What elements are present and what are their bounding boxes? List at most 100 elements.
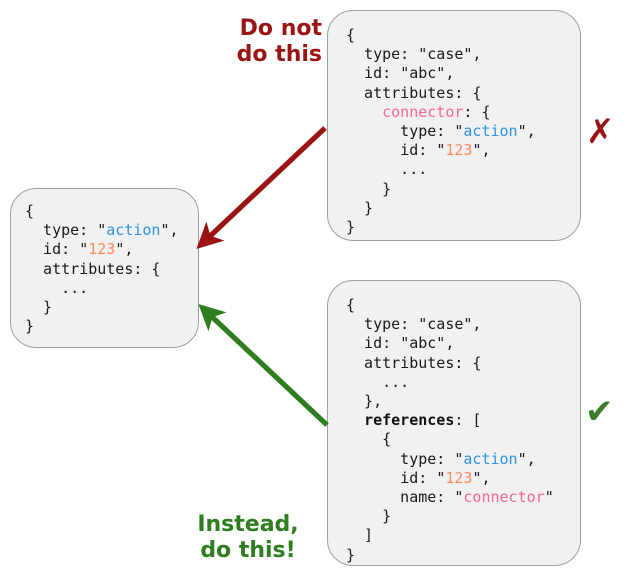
code-line: } xyxy=(346,199,536,218)
code-token: attributes: { xyxy=(25,259,161,278)
code-line: } xyxy=(346,180,536,199)
code-token: } xyxy=(346,545,356,564)
code-token: } xyxy=(346,507,392,526)
action-document-box: { type: "action", id: "123", attributes:… xyxy=(10,188,199,348)
code-line: ... xyxy=(346,373,554,392)
code-token: } xyxy=(25,298,53,317)
code-token: id: xyxy=(25,240,80,259)
code-line: } xyxy=(25,317,179,336)
code-line: type: "action", xyxy=(346,122,536,141)
code-token: connector xyxy=(463,488,545,507)
code-line: connector: { xyxy=(346,103,536,122)
code-token: references xyxy=(364,411,455,430)
code-line: name: "connector" xyxy=(346,488,554,507)
code-token: }, xyxy=(346,392,383,411)
code-token: " xyxy=(544,488,554,507)
code-token: id: xyxy=(346,141,437,160)
code-line: id: "123", xyxy=(346,141,536,160)
code-line: references: [ xyxy=(346,411,554,430)
code-line: } xyxy=(346,546,554,565)
code-line: } xyxy=(25,298,179,317)
code-token: " xyxy=(454,488,464,507)
code-token: ... xyxy=(25,278,89,297)
instead-do-this-label: Instead, do this! xyxy=(197,512,299,563)
code-block: { type: "case", id: "abc", attributes: {… xyxy=(346,296,554,565)
code-token: type: xyxy=(346,45,419,64)
code-token xyxy=(346,411,364,429)
code-line: ... xyxy=(25,279,179,298)
code-line: }, xyxy=(346,392,554,411)
code-token: " xyxy=(454,449,464,468)
code-line: } xyxy=(346,507,554,526)
code-token xyxy=(346,103,382,121)
code-token: 123 xyxy=(445,468,473,487)
code-token: } xyxy=(346,198,374,217)
code-token: ... xyxy=(346,372,410,391)
code-token: id: xyxy=(346,468,437,487)
code-token: } xyxy=(346,218,356,237)
code-token: } xyxy=(25,317,35,336)
code-token: : [ xyxy=(454,411,482,430)
code-line: type: "action", xyxy=(25,221,179,240)
code-token: action xyxy=(106,221,161,240)
code-token: id: xyxy=(346,64,401,83)
code-token: "case", xyxy=(418,45,482,64)
code-token: " xyxy=(436,141,446,160)
code-token: "case", xyxy=(418,315,482,334)
case-document-with-references-box: { type: "case", id: "abc", attributes: {… xyxy=(327,280,581,566)
code-token: type: xyxy=(346,449,455,468)
code-token: 123 xyxy=(88,240,116,259)
code-token: " xyxy=(436,468,446,487)
code-token: action xyxy=(463,122,518,141)
code-token: ", xyxy=(472,468,491,487)
code-token: ", xyxy=(115,240,134,259)
code-line: ] xyxy=(346,526,554,545)
code-line: } xyxy=(346,218,536,237)
code-line: attributes: { xyxy=(346,84,536,103)
code-token: ", xyxy=(517,122,536,141)
code-line: { xyxy=(346,26,536,45)
code-line: id: "123", xyxy=(346,469,554,488)
code-token: " xyxy=(97,221,107,240)
cross-mark-icon: ✗ xyxy=(586,112,615,152)
code-token: attributes: { xyxy=(346,83,482,102)
code-token: 123 xyxy=(445,141,473,160)
code-line: { xyxy=(346,430,554,449)
good-arrow xyxy=(198,304,329,427)
code-token: "abc", xyxy=(400,334,455,353)
code-token: ", xyxy=(472,141,491,160)
code-token: ... xyxy=(346,160,428,179)
code-line: type: "case", xyxy=(346,315,554,334)
code-block: { type: "action", id: "123", attributes:… xyxy=(25,202,179,336)
code-token: { xyxy=(346,296,356,314)
code-token: ] xyxy=(346,526,374,545)
check-mark-icon: ✔ xyxy=(585,392,614,432)
code-token: "abc", xyxy=(400,64,455,83)
code-token: { xyxy=(346,430,392,449)
case-document-nested-connector-box: { type: "case", id: "abc", attributes: {… xyxy=(327,10,581,241)
code-line: type: "case", xyxy=(346,45,536,64)
code-token: type: xyxy=(346,122,455,141)
code-token: action xyxy=(463,449,518,468)
code-line: id: "abc", xyxy=(346,64,536,83)
code-token: attributes: { xyxy=(346,353,482,372)
code-token: ", xyxy=(160,221,179,240)
code-line: attributes: { xyxy=(25,260,179,279)
code-line: type: "action", xyxy=(346,450,554,469)
code-token: " xyxy=(454,122,464,141)
do-not-do-this-label: Do not do this xyxy=(236,16,322,67)
code-token: ", xyxy=(517,449,536,468)
code-token: id: xyxy=(346,334,401,353)
code-token: " xyxy=(79,240,89,259)
code-token: } xyxy=(346,179,392,198)
code-line: ... xyxy=(346,160,536,179)
code-line: id: "abc", xyxy=(346,334,554,353)
code-token: { xyxy=(346,26,356,44)
code-line: { xyxy=(346,296,554,315)
code-line: { xyxy=(25,202,179,221)
code-token: : { xyxy=(463,102,491,121)
code-line: attributes: { xyxy=(346,354,554,373)
code-token: { xyxy=(25,202,35,220)
code-token: connector xyxy=(382,102,464,121)
